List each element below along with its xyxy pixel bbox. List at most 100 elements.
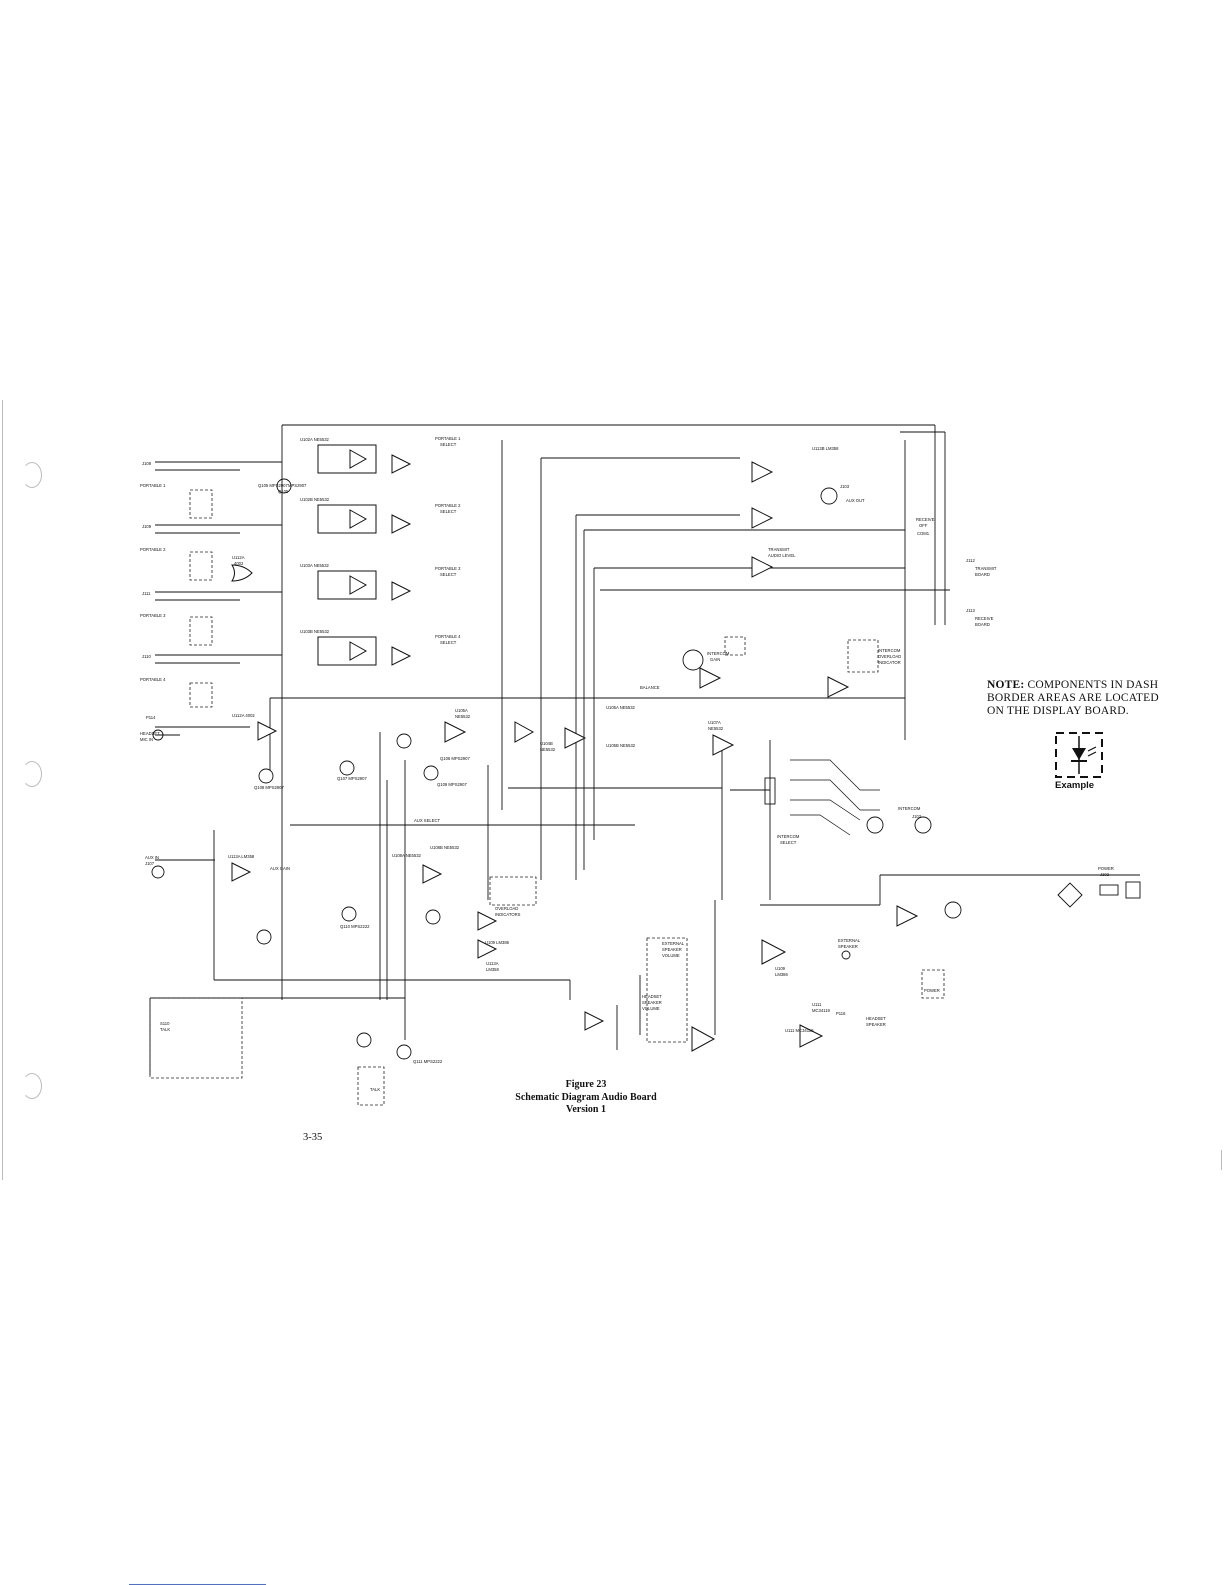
figure-number: Figure 23 (565, 1079, 607, 1090)
svg-text:PORTABLE 4: PORTABLE 4 (140, 677, 166, 682)
transistor-label: Q109 MPS2907 (437, 782, 467, 787)
svg-text:U113A: U113A (486, 961, 499, 966)
amplifier-blocks (231, 444, 919, 1052)
svg-text:AUX OUT: AUX OUT (846, 498, 865, 503)
note-block: NOTE: COMPONENTS IN DASH BORDER AREAS AR… (987, 679, 1175, 718)
transistors (256, 478, 962, 1060)
svg-text:HEADSET: HEADSET (140, 731, 160, 736)
svg-text:S110: S110 (160, 1021, 170, 1026)
svg-text:OFF: OFF (919, 523, 928, 528)
svg-text:SPEAKER: SPEAKER (838, 944, 858, 949)
svg-text:INTERCOM: INTERCOM (898, 806, 921, 811)
svg-text:INTERCOM: INTERCOM (878, 648, 901, 653)
svg-text:SELECT: SELECT (780, 840, 797, 845)
svg-text:U109: U109 (775, 966, 786, 971)
svg-text:J112: J112 (966, 558, 975, 563)
svg-text:PORTABLE 1: PORTABLE 1 (140, 483, 166, 488)
svg-text:BALANCE: BALANCE (640, 685, 660, 690)
svg-text:GAIN: GAIN (710, 657, 720, 662)
svg-text:U104B: U104B (540, 741, 553, 746)
ic-label: U109 LM386 (485, 940, 510, 945)
example-label: Example (1055, 780, 1095, 791)
svg-text:PORTABLE 1: PORTABLE 1 (435, 436, 461, 441)
svg-text:J110: J110 (142, 654, 151, 659)
svg-text:SELECT: SELECT (440, 640, 457, 645)
svg-text:SPEAKER: SPEAKER (662, 947, 682, 952)
ic-label: U103B NE5532 (300, 629, 330, 634)
svg-text:COM1: COM1 (917, 531, 930, 536)
svg-text:RECEIVE: RECEIVE (975, 616, 994, 621)
svg-text:LM358: LM358 (486, 967, 499, 972)
svg-text:EXTERNAL: EXTERNAL (662, 941, 685, 946)
svg-text:TRANSMIT: TRANSMIT (975, 566, 997, 571)
figure-caption: Figure 23 Schematic Diagram Audio Board … (470, 1079, 702, 1117)
svg-text:PORTABLE 2: PORTABLE 2 (435, 503, 461, 508)
ic-label: U105A NE5532 (606, 705, 636, 710)
svg-text:TALK: TALK (370, 1087, 380, 1092)
left-connectors (151, 461, 282, 879)
figure-version: Version 1 (566, 1104, 606, 1115)
svg-text:J103: J103 (912, 814, 922, 819)
left-edge-mark (2, 400, 3, 1180)
svg-text:OVERLOAD: OVERLOAD (495, 906, 518, 911)
svg-text:INDICATOR: INDICATOR (878, 660, 901, 665)
svg-text:MC34119: MC34119 (812, 1008, 831, 1013)
intercom-select-switch (790, 759, 880, 836)
svg-text:INTERCOM: INTERCOM (707, 651, 730, 656)
note-text: COMPONENTS IN DASH BORDER AREAS ARE LOCA… (987, 679, 1159, 717)
svg-text:U105A: U105A (455, 708, 468, 713)
svg-text:J107: J107 (145, 861, 155, 866)
punch-hole-middle (22, 761, 42, 787)
svg-text:J113: J113 (966, 608, 975, 613)
svg-text:SELECT: SELECT (440, 572, 457, 577)
svg-text:BOARD: BOARD (975, 622, 990, 627)
svg-text:RECEIVE: RECEIVE (916, 517, 935, 522)
svg-text:NE5532: NE5532 (540, 747, 556, 752)
transistor-label: Q110 MPS2222 (340, 924, 370, 929)
transistor-label: Q111 MPS2222 (413, 1059, 443, 1064)
svg-text:SPEAKER: SPEAKER (866, 1022, 886, 1027)
transistor-label: Q106 MPS2907 (440, 756, 470, 761)
bus-wires (149, 424, 1140, 1075)
ic-label: U102B NE5532 (300, 497, 330, 502)
svg-text:LM386: LM386 (775, 972, 788, 977)
ic-label: U103A NE5532 (300, 563, 330, 568)
ic-label: U112A 4002 (232, 713, 255, 718)
transistor-label: Q108 MPS2907 (254, 785, 284, 790)
svg-text:MPS2907: MPS2907 (288, 483, 307, 488)
display-board-areas (149, 489, 945, 1106)
svg-text:U111: U111 (812, 1002, 822, 1007)
svg-text:AUX GAIN: AUX GAIN (270, 866, 290, 871)
svg-text:POWER: POWER (1098, 866, 1114, 871)
ic-label: U108A NE5532 (392, 853, 422, 858)
svg-text:SELECT: SELECT (440, 442, 457, 447)
svg-text:TRANSMIT: TRANSMIT (768, 547, 790, 552)
svg-text:Q105: Q105 (278, 489, 289, 494)
svg-text:P116: P116 (836, 1011, 846, 1016)
svg-text:NE5532: NE5532 (708, 726, 724, 731)
svg-text:J111: J111 (142, 591, 151, 596)
connector-symbols (764, 487, 1141, 960)
svg-text:PORTABLE 4: PORTABLE 4 (435, 634, 461, 639)
svg-text:OVERLOAD: OVERLOAD (878, 654, 901, 659)
svg-text:U107A: U107A (708, 720, 721, 725)
ic-label: U105B NE5532 (606, 743, 636, 748)
note-label: NOTE: (987, 679, 1025, 691)
svg-text:4002: 4002 (234, 561, 244, 566)
svg-text:BOARD: BOARD (975, 572, 990, 577)
svg-text:PORTABLE 3: PORTABLE 3 (140, 613, 166, 618)
svg-text:VOLUME: VOLUME (662, 953, 680, 958)
right-edge-mark (1221, 1150, 1222, 1170)
punch-hole-bottom (22, 1073, 42, 1099)
figure-title: Schematic Diagram Audio Board (515, 1091, 657, 1103)
svg-text:J103: J103 (840, 484, 850, 489)
ic-label: U108B NE5532 (430, 845, 460, 850)
svg-text:MIC IN: MIC IN (140, 737, 153, 742)
svg-text:PORTABLE 2: PORTABLE 2 (140, 547, 166, 552)
svg-text:SELECT: SELECT (440, 509, 457, 514)
svg-text:VOLUME: VOLUME (642, 1006, 660, 1011)
ic-label: U113B LM358 (812, 446, 839, 451)
transistor-label: Q105 MPS2907 (258, 483, 288, 488)
